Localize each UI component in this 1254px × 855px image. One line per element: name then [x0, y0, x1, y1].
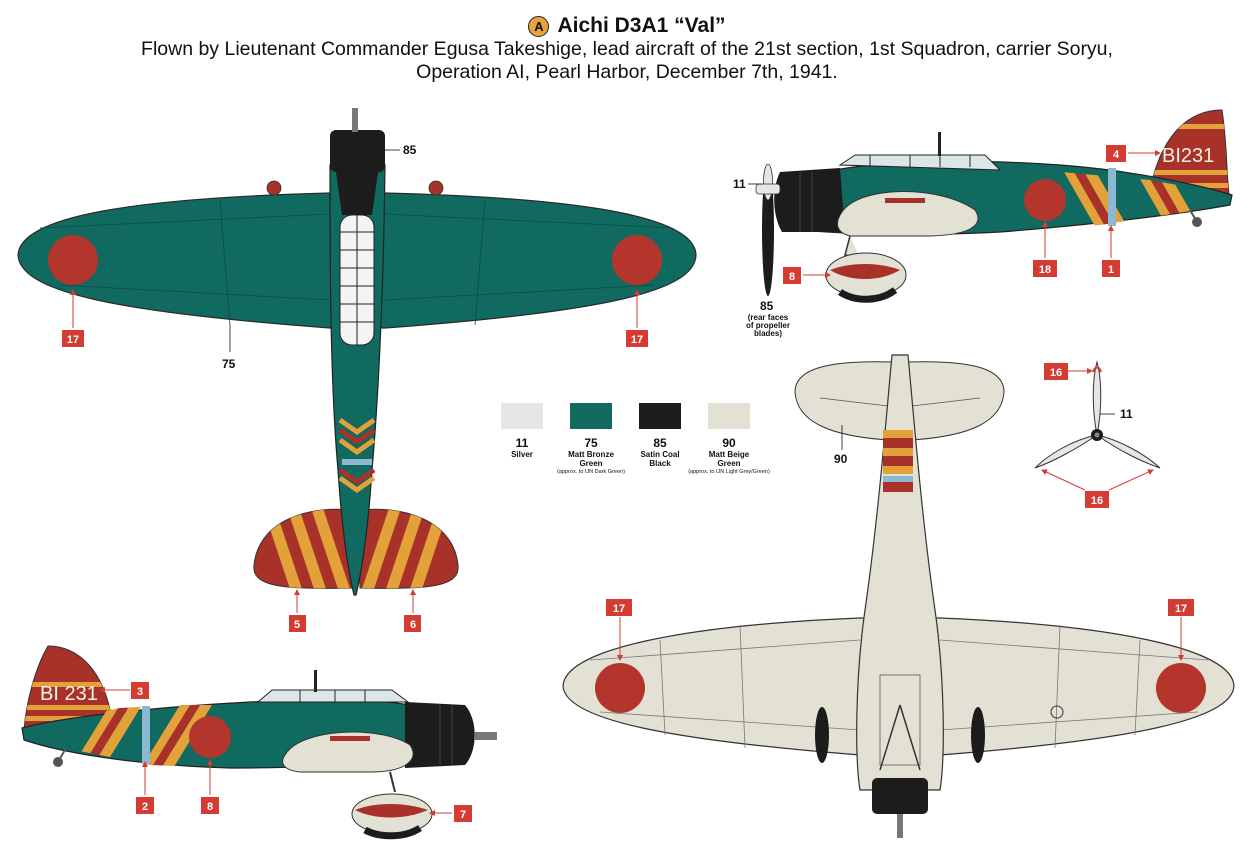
side-r-registration: BI231 — [1162, 145, 1214, 167]
side-r-hinomaru — [1024, 179, 1066, 221]
swatch-75-name: Matt Bronze — [568, 450, 614, 459]
svg-text:8: 8 — [207, 801, 213, 813]
callout-top-left-wing: 17 — [62, 330, 84, 347]
swatch-11 — [501, 403, 543, 429]
under-right-hinomaru — [1156, 663, 1206, 713]
callout-side-r-band: 1 — [1102, 260, 1120, 277]
side-r-wing — [837, 191, 979, 237]
svg-text:4: 4 — [1113, 149, 1120, 161]
swatch-90-name: Matt Beige — [709, 450, 750, 459]
svg-text:2: 2 — [142, 801, 148, 813]
header: A Aichi D3A1 “Val” Flown by Lieutenant C… — [0, 14, 1254, 84]
svg-text:18: 18 — [1039, 264, 1051, 276]
svg-text:3: 3 — [137, 686, 143, 698]
swatch-11-name: Silver — [511, 450, 533, 459]
svg-text:17: 17 — [1175, 603, 1187, 615]
under-cowling — [872, 778, 928, 814]
top-wing-paint-label: 75 — [222, 357, 236, 371]
side-r-propeller — [762, 164, 774, 296]
svg-text:17: 17 — [67, 334, 79, 346]
side-l-registration: BI 231 — [40, 683, 98, 705]
subtitle-line-2: Operation AI, Pearl Harbor, December 7th… — [416, 61, 838, 83]
top-left-hinomaru — [48, 235, 98, 285]
top-right-hinomaru — [612, 235, 662, 285]
title-row: A Aichi D3A1 “Val” — [0, 14, 1254, 38]
top-cowling — [330, 130, 385, 172]
swatch-11-code: 11 — [516, 436, 529, 450]
propeller-detail — [1034, 360, 1161, 469]
svg-text:17: 17 — [631, 334, 643, 346]
svg-text:8: 8 — [789, 271, 795, 283]
callout-under-left: 17 — [606, 599, 632, 616]
svg-text:7: 7 — [460, 809, 466, 821]
swatch-85-name: Satin Coal — [640, 450, 679, 459]
side-prop-paint-label: 11 — [733, 177, 746, 191]
side-prop-note-3: blades) — [754, 329, 782, 338]
side-l-hinomaru — [189, 716, 231, 758]
callout-top-tail-left: 5 — [289, 615, 306, 632]
page-title: Aichi D3A1 “Val” — [557, 14, 726, 37]
swatch-75 — [570, 403, 612, 429]
callout-top-right-wing: 17 — [626, 330, 648, 347]
callout-side-l-roundel: 8 — [201, 797, 219, 814]
side-view-left — [21, 645, 497, 840]
side-r-fin — [1149, 109, 1231, 201]
callout-side-r-roundel: 18 — [1033, 260, 1057, 277]
side-prop-note-1: (rear faces — [748, 313, 789, 322]
swatch-85-code: 85 — [653, 436, 667, 450]
swatch-85-name2: Black — [649, 459, 671, 468]
callout-prop-tip: 16 — [1044, 363, 1068, 380]
colour-swatches: 11 Silver 75 Matt Bronze Green (approx. … — [501, 403, 770, 475]
side-r-cowling — [774, 168, 845, 232]
swatch-90-name2: Green — [717, 459, 740, 468]
under-fuselage — [856, 354, 944, 791]
callout-side-r-fin: 4 — [1106, 145, 1126, 162]
side-prop-rear-label: 85 — [760, 299, 774, 313]
prop-detail-paint-label: 11 — [1120, 407, 1133, 421]
callout-side-l-fin: 3 — [131, 682, 149, 699]
top-cowl-paint-label: 85 — [403, 143, 417, 157]
top-tail-chevrons — [338, 417, 376, 494]
swatch-75-name2: Green — [579, 459, 602, 468]
callout-under-right: 17 — [1168, 599, 1194, 616]
swatch-90-code: 90 — [722, 436, 736, 450]
top-view — [17, 108, 697, 596]
under-paint-label: 90 — [834, 452, 848, 466]
swatch-85 — [639, 403, 681, 429]
svg-text:6: 6 — [410, 619, 416, 631]
svg-text:16: 16 — [1091, 495, 1103, 507]
side-view-right — [755, 109, 1233, 303]
side-l-wing — [282, 731, 414, 773]
svg-text:1: 1 — [1108, 264, 1114, 276]
callout-top-tail-right: 6 — [404, 615, 421, 632]
swatch-90 — [708, 403, 750, 429]
underside-view — [562, 354, 1235, 838]
swatch-75-code: 75 — [584, 436, 598, 450]
callout-prop-tips: 16 — [1085, 491, 1109, 508]
scheme-badge: A — [528, 15, 550, 37]
swatch-90-note: (approx. to IJN Light Grey/Green) — [688, 469, 770, 475]
subtitle-line-1: Flown by Lieutenant Commander Egusa Take… — [141, 38, 1113, 60]
callout-side-r-wheel: 8 — [783, 267, 801, 284]
swatch-75-note: (approx. to IJN Dark Green) — [557, 469, 625, 475]
svg-text:17: 17 — [613, 603, 625, 615]
under-left-hinomaru — [595, 663, 645, 713]
callout-side-l-wheel: 7 — [454, 805, 472, 822]
side-prop-note-2: of propeller — [746, 321, 790, 330]
svg-text:16: 16 — [1050, 367, 1062, 379]
svg-text:5: 5 — [294, 619, 300, 631]
callout-side-l-band: 2 — [136, 797, 154, 814]
